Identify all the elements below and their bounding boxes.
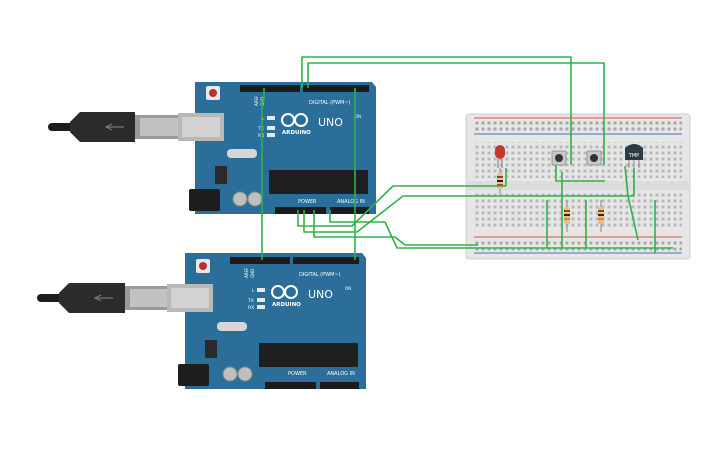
arduino-logo-top: ARDUINO — [281, 113, 311, 136]
arduino-board-bottom[interactable]: L TX RX ARDUINO UNO ON DIGITAL (PWM~) PO… — [37, 253, 366, 389]
wire-7[interactable] — [313, 210, 478, 246]
digital-header-top-b — [303, 85, 369, 92]
on-label: ON — [345, 286, 351, 291]
wire-6[interactable] — [303, 168, 635, 233]
led-label-rx: RX — [258, 133, 264, 139]
led-label-l: L — [262, 116, 265, 122]
power-header-label: POWER — [288, 371, 307, 377]
analog-header-label: ANALOG IN — [337, 199, 365, 205]
lower-terminal-strip — [474, 193, 682, 229]
power-jack-top — [189, 189, 220, 211]
wire-8[interactable] — [329, 210, 673, 249]
pushbutton-1[interactable] — [551, 150, 567, 166]
aref-label: AREF — [254, 95, 259, 106]
temperature-sensor[interactable]: TMP — [625, 144, 643, 168]
power-header-label: POWER — [298, 199, 317, 205]
pushbutton-2[interactable] — [586, 150, 602, 166]
brand-label: ARDUINO — [272, 302, 301, 308]
digital-header-bottom-b — [293, 257, 359, 264]
model-label: UNO — [318, 116, 343, 129]
power-header-bottom — [265, 382, 316, 389]
model-label: UNO — [308, 288, 333, 301]
wire-10[interactable] — [555, 165, 605, 182]
upper-terminal-strip — [474, 142, 682, 178]
led-label-tx: TX — [247, 298, 254, 304]
led-red[interactable] — [495, 145, 505, 168]
wire-5[interactable] — [297, 185, 506, 227]
analog-header-top — [330, 207, 369, 214]
resistor-button-1[interactable] — [564, 200, 570, 232]
bottom-power-rail-holes — [474, 239, 682, 251]
wire-11[interactable] — [624, 165, 639, 241]
analog-header-label: ANALOG IN — [327, 371, 355, 377]
center-channel — [466, 181, 690, 190]
digital-header-top-a — [240, 85, 300, 92]
analog-header-bottom — [320, 382, 359, 389]
wires — [261, 56, 673, 260]
wire-1[interactable] — [301, 56, 572, 165]
aref-label: AREF — [244, 267, 249, 278]
led-label-l: L — [252, 288, 255, 294]
led-label-tx: TX — [257, 126, 264, 132]
wire-3[interactable] — [261, 88, 265, 260]
resistor-button-2[interactable] — [598, 200, 604, 232]
arduino-board-top[interactable]: L TX RX ARDUINO UNO ON DIGITAL (PWM~) PO… — [48, 82, 376, 214]
digital-header-label: DIGITAL (PWM~) — [309, 100, 351, 106]
arduino-logo-bottom: ARDUINO — [271, 285, 301, 308]
usb-cable-top — [48, 112, 179, 142]
gnd-label: GND — [250, 269, 255, 278]
digital-header-bottom-a — [230, 257, 290, 264]
digital-header-label: DIGITAL (PWM~) — [299, 272, 341, 278]
resistor-led[interactable] — [497, 168, 503, 194]
power-header-top — [275, 207, 326, 214]
top-power-rail-holes — [474, 120, 682, 132]
brand-label: ARDUINO — [282, 130, 311, 136]
on-label: ON — [355, 114, 361, 119]
microcontroller-chip-bottom — [259, 343, 358, 367]
wire-2[interactable] — [307, 62, 605, 165]
usb-cable-bottom — [37, 283, 169, 313]
sensor-label: TMP — [628, 153, 639, 159]
microcontroller-chip-top — [269, 170, 368, 194]
led-label-rx: RX — [248, 305, 254, 311]
breadboard: TMP — [465, 113, 691, 260]
power-jack-bottom — [178, 364, 209, 386]
